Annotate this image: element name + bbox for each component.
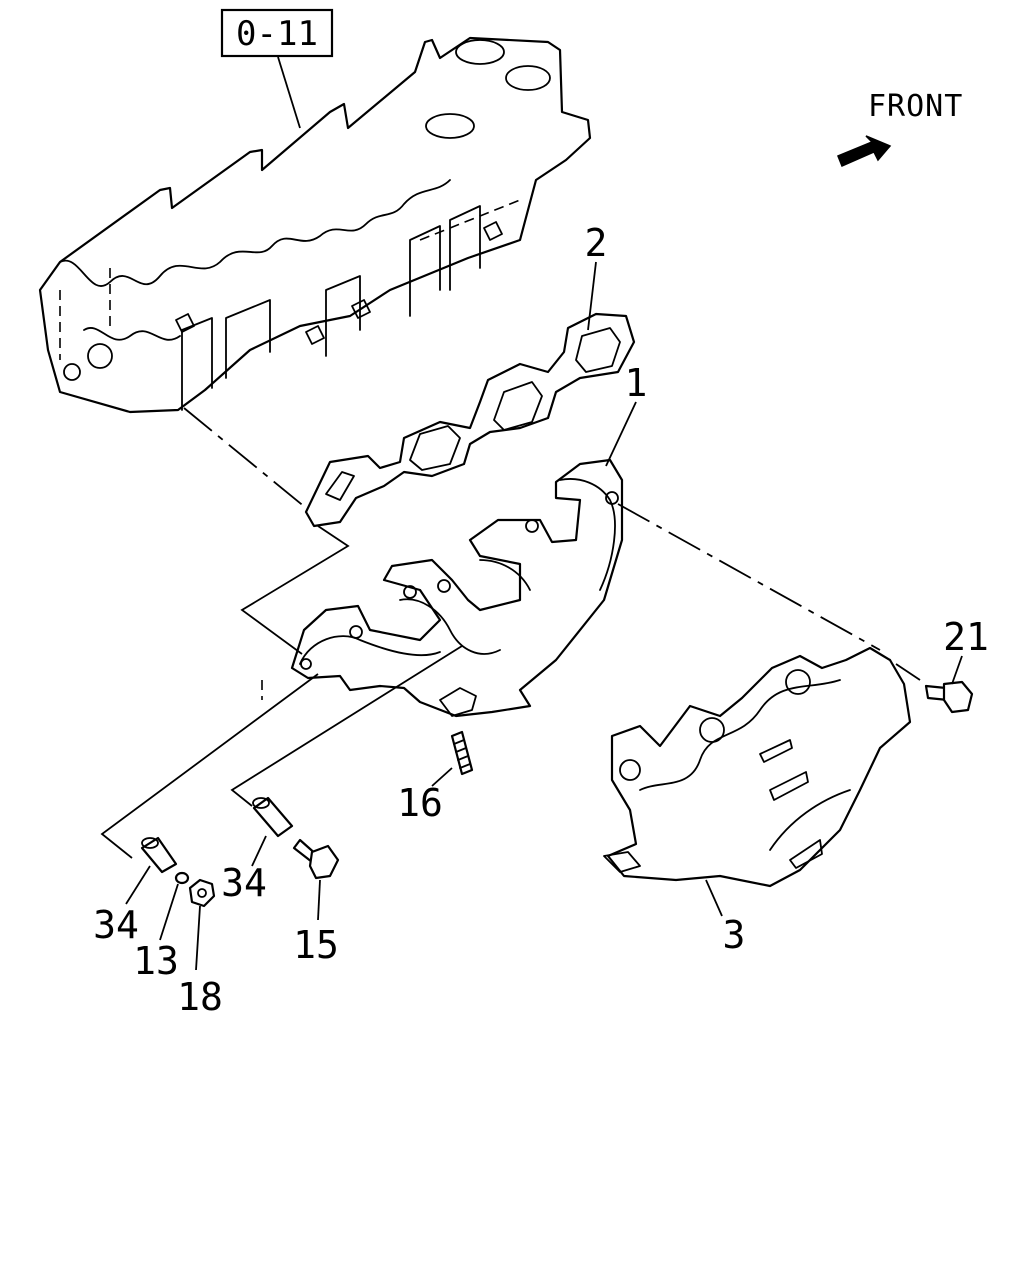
cylinder-head — [38, 36, 592, 414]
front-label: FRONT — [868, 89, 963, 124]
washer[interactable] — [174, 871, 190, 885]
heat-shield[interactable] — [603, 646, 912, 888]
callout-manifold-bolt: 15 — [293, 923, 339, 967]
nut-leader — [195, 905, 201, 971]
callout-gasket: 2 — [585, 221, 608, 265]
phantom-lines — [100, 407, 921, 859]
stud[interactable] — [450, 730, 474, 776]
spacer-left-leader — [125, 865, 151, 905]
exhaust-manifold[interactable] — [290, 458, 624, 718]
callout-heat-shield: 3 — [723, 913, 746, 957]
gasket-leader — [587, 261, 597, 331]
spacer-right[interactable] — [252, 796, 294, 838]
front-arrow-icon — [837, 135, 892, 167]
bolt-15-leader — [317, 879, 321, 921]
callout-manifold: 1 — [625, 361, 648, 405]
callout-washer: 13 — [133, 939, 179, 983]
callout-shield-bolt: 21 — [943, 615, 989, 659]
callout-nut: 18 — [177, 975, 223, 1019]
reference-box[interactable]: 0-11 — [220, 8, 334, 58]
manifold-gasket[interactable] — [304, 312, 636, 528]
nut[interactable] — [188, 878, 216, 908]
callout-spacer-left: 34 — [93, 903, 139, 947]
reference-label: 0-11 — [236, 14, 318, 54]
bolt-21-leader — [951, 655, 963, 685]
shield-leader — [705, 879, 723, 917]
washer-leader — [159, 883, 179, 941]
stud-leader — [431, 767, 453, 787]
reference-leader — [277, 56, 301, 129]
spacer-right-leader — [251, 835, 267, 867]
manifold-bolt[interactable] — [292, 838, 340, 880]
spacer-left[interactable] — [140, 836, 178, 874]
callout-spacer-right: 34 — [221, 861, 267, 905]
shield-bolt[interactable] — [924, 680, 974, 714]
callout-stud: 16 — [397, 781, 443, 825]
manifold-leader — [605, 401, 637, 467]
